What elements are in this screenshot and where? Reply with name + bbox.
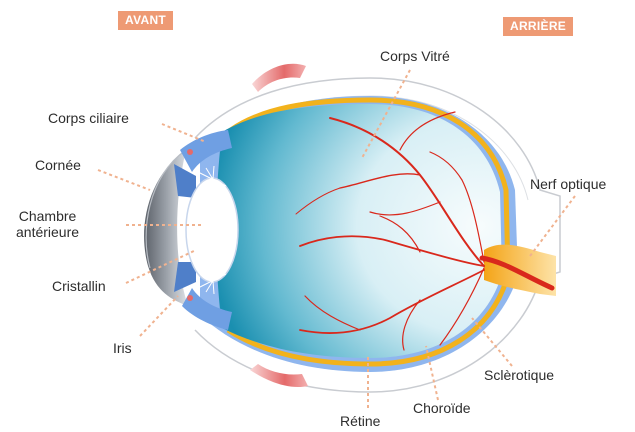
vitreous-body — [216, 104, 502, 358]
label-iris: Iris — [113, 340, 132, 356]
label-cristallin: Cristallin — [52, 278, 106, 294]
label-sclerotique: Sclèrotique — [484, 367, 554, 383]
back-badge: ARRIÈRE — [503, 17, 573, 36]
label-chambre-line1: Chambre — [16, 208, 79, 224]
lens — [186, 178, 238, 282]
label-cornee: Cornée — [35, 157, 81, 173]
label-chambre-anterieure: Chambre antérieure — [16, 208, 79, 240]
label-corps-ciliaire: Corps ciliaire — [48, 110, 129, 126]
ciliary-dot-bottom — [187, 295, 193, 301]
label-chambre-line2: antérieure — [16, 224, 79, 240]
label-retine: Rétine — [340, 413, 380, 429]
ciliary-dot-top — [187, 149, 193, 155]
front-badge: AVANT — [118, 11, 173, 30]
label-choroide: Choroïde — [413, 400, 471, 416]
label-corps-vitre: Corps Vitré — [380, 48, 450, 64]
label-nerf-optique: Nerf optique — [530, 176, 606, 192]
